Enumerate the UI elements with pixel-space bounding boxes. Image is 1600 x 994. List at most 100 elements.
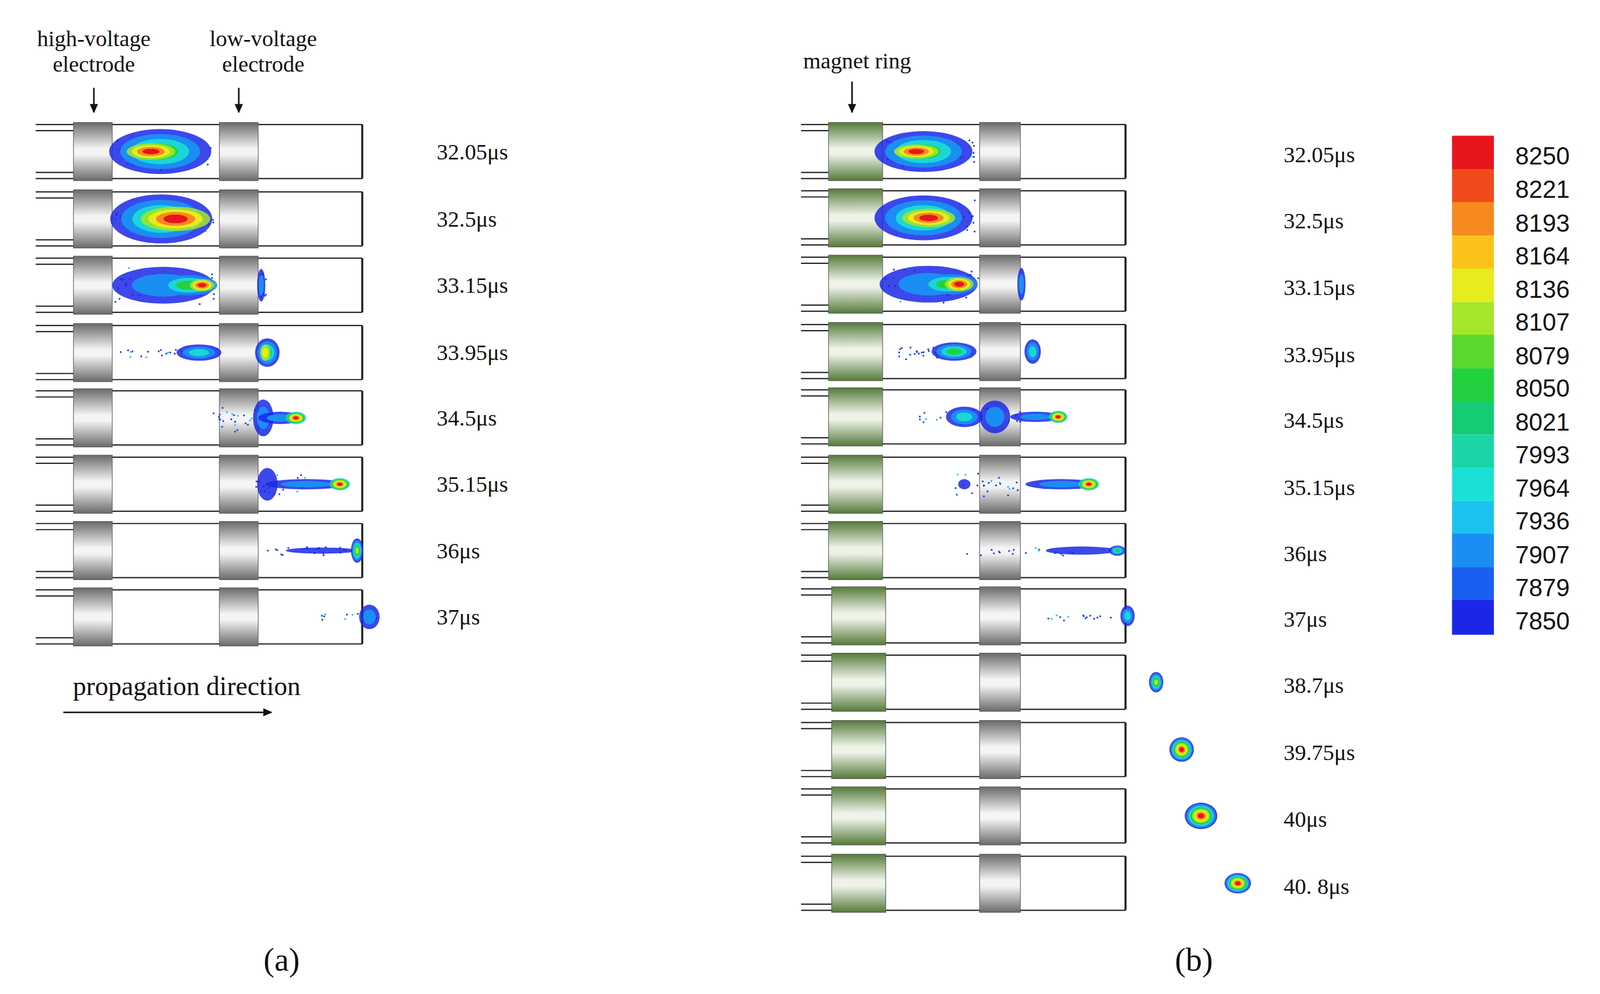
plasma-blob [954, 281, 965, 287]
electrode-ring [828, 387, 883, 447]
plasma-speck [971, 156, 974, 158]
plasma-speck [120, 351, 122, 353]
plasma-speck [275, 548, 277, 550]
plasma-speck [898, 355, 900, 358]
plasma-speck [160, 349, 162, 352]
plasma-speck [980, 554, 982, 557]
tube-end [361, 457, 364, 512]
plasma-speck [993, 552, 995, 554]
electrode-ring [831, 720, 886, 779]
tube-wall [801, 371, 829, 373]
plasma-blob [913, 212, 944, 224]
plasma-speck [990, 548, 993, 551]
plasma-speck [255, 480, 258, 483]
tube-wall [801, 727, 832, 729]
plasma-speck [971, 492, 973, 494]
plasma-speck [1016, 481, 1018, 484]
leader-arrow [237, 87, 240, 113]
plasma-speck [1063, 619, 1065, 622]
plasma-speck [973, 145, 975, 147]
plasma-speck [282, 488, 284, 491]
tube-wall [35, 595, 74, 597]
colorbar-value: 7936 [1515, 507, 1570, 536]
plasma-speck [1093, 617, 1095, 620]
plasma-speck [222, 420, 224, 422]
plasma-blob [1148, 671, 1164, 693]
plasma-blob [1048, 410, 1068, 423]
colorbar-swatch [1452, 168, 1494, 203]
plasma-speck [323, 615, 325, 618]
plasma-speck [918, 415, 921, 418]
plasma-blob [332, 480, 348, 489]
plasma-blob [898, 146, 934, 158]
tube-wall [801, 702, 832, 704]
plasma-speck [304, 476, 307, 479]
electrode-ring [828, 255, 883, 314]
direction-arrow [63, 711, 272, 714]
plasma-blob [893, 144, 939, 159]
plasma-blob [120, 133, 200, 169]
plasma-blob [335, 481, 344, 487]
plasma-blob [1039, 481, 1084, 488]
tube-wall [801, 462, 829, 464]
plasma-speck [276, 549, 279, 552]
tube-wall [35, 331, 74, 333]
colorbar-swatch [1452, 600, 1494, 635]
plasma-blob [262, 347, 269, 358]
electrode-ring [73, 122, 113, 181]
colorbar-swatch [1452, 202, 1494, 237]
electrode-ring [979, 720, 1020, 779]
plasma-speck [965, 296, 968, 299]
tube-wall [35, 528, 74, 530]
plasma-blob [192, 280, 212, 290]
tube-end [1124, 788, 1127, 843]
plasma-speck [245, 422, 247, 424]
plasma-blob [1109, 545, 1126, 556]
plasma-speck [346, 613, 348, 616]
plasma-speck [1067, 616, 1069, 618]
plasma-blob [160, 275, 218, 296]
plasma-blob [920, 273, 978, 295]
plasma-speck [983, 484, 985, 487]
plasma-speck [901, 347, 903, 349]
plasma-blob [1024, 339, 1041, 364]
tube-wall [801, 330, 829, 332]
plasma-blob [908, 148, 924, 154]
plasma-speck [1016, 489, 1019, 492]
electrode-ring [831, 653, 886, 712]
plasma-blob [902, 208, 956, 228]
plasma-speck [1025, 552, 1027, 554]
plasma-blob [1111, 546, 1124, 555]
plasma-blob [1020, 413, 1052, 420]
electrode-ring [979, 455, 1020, 514]
plasma-blob [945, 277, 974, 292]
plasma-speck [140, 355, 143, 358]
plasma-blob [919, 214, 938, 221]
plasma-blob [1177, 745, 1185, 753]
tube-end [1124, 324, 1127, 379]
plasma-speck [175, 348, 177, 351]
tube-wall [801, 836, 832, 838]
plasma-speck [221, 426, 223, 428]
plasma-speck [236, 429, 239, 432]
tube-end [1124, 190, 1127, 245]
tube-wall [801, 437, 829, 439]
time-label: 33.15μs [436, 272, 508, 299]
plasma-blob [176, 344, 222, 361]
electrode-ring [73, 256, 113, 315]
plasma-speck [973, 199, 976, 202]
plasma-blob [352, 540, 363, 561]
plasma-blob [941, 346, 968, 357]
tube-wall [35, 130, 74, 132]
colorbar-value: 7993 [1515, 441, 1570, 470]
plasma-blob [1150, 673, 1162, 691]
plasma-speck [1089, 615, 1092, 617]
plasma-blob [285, 411, 307, 424]
plasma-speck [212, 218, 214, 221]
plasma-blob [931, 342, 977, 361]
plasma-blob [1188, 805, 1214, 827]
electrode-ring [73, 587, 113, 647]
plasma-speck [211, 273, 213, 275]
tube-end [361, 325, 364, 380]
plasma-speck [213, 293, 215, 295]
